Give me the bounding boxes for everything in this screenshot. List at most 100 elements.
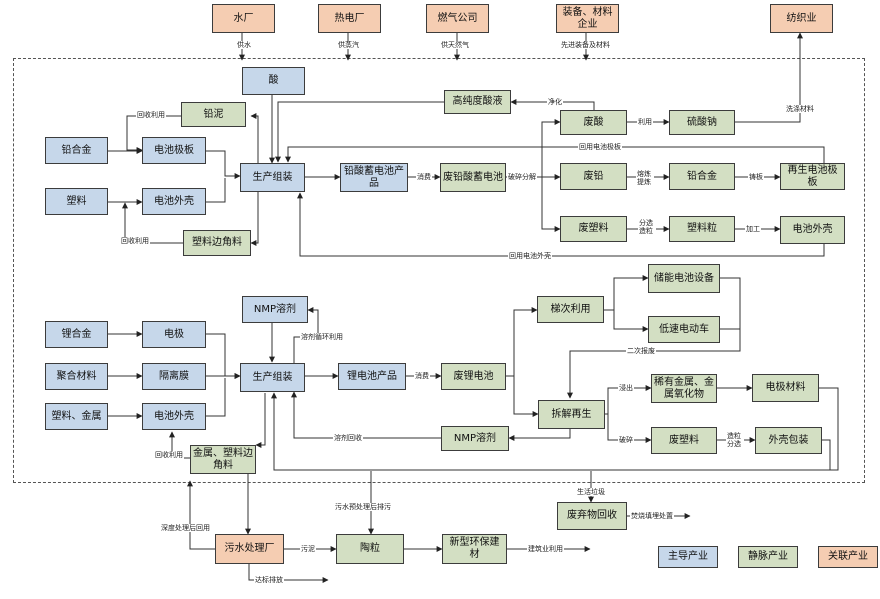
label-crush: 破碎 bbox=[618, 436, 634, 444]
node-sodium-sulfate: 硫酸钠 bbox=[669, 110, 735, 135]
label-cast: 铸板 bbox=[748, 173, 764, 181]
label-consume-li: 消费 bbox=[414, 372, 430, 380]
node-waste-acid: 废酸 bbox=[560, 110, 627, 135]
legend-main-industry: 主导产业 bbox=[658, 546, 718, 568]
label-discharge: 达标排放 bbox=[254, 576, 284, 584]
label-purify: 净化 bbox=[547, 98, 563, 106]
node-waste-plastic-li: 废塑料 bbox=[651, 427, 717, 454]
arrow-cascade-storage bbox=[604, 275, 649, 311]
arrow-purify bbox=[510, 99, 595, 110]
node-metal-plastic-scrap: 金属、塑料边角料 bbox=[190, 445, 256, 474]
label-shell-back: 回用电池外壳 bbox=[508, 252, 552, 260]
park-boundary bbox=[13, 58, 865, 483]
arrow-pure-acid bbox=[275, 101, 444, 163]
label-water: 供水 bbox=[236, 41, 252, 49]
node-acid: 酸 bbox=[242, 67, 305, 95]
arrow-electrode-back bbox=[271, 387, 839, 471]
label-disassemble: 破碎分解 bbox=[507, 173, 537, 181]
label-second-scrap: 二次报废 bbox=[626, 347, 656, 355]
arrow-casing-back bbox=[822, 439, 831, 470]
node-water-plant: 水厂 bbox=[212, 4, 275, 33]
arrow-second-scrap bbox=[567, 277, 741, 399]
node-textile: 纺织业 bbox=[770, 4, 833, 33]
label-solvent-cycle: 溶剂循环利用 bbox=[300, 333, 344, 341]
node-dismantle-regen: 拆解再生 bbox=[538, 400, 605, 429]
arrow-to-wplastic bbox=[607, 414, 652, 443]
node-pure-acid: 高纯度酸液 bbox=[444, 90, 511, 114]
arrow-shell-assembly-li bbox=[206, 378, 226, 417]
node-equipment-company: 装备、材料企业 bbox=[556, 4, 619, 33]
node-battery-plate: 电池极板 bbox=[142, 137, 206, 164]
node-waste-lead-battery: 废铅酸蓄电池 bbox=[440, 163, 506, 192]
arrow-shell-assembly bbox=[206, 178, 226, 203]
label-recycle-use-2: 回收利用 bbox=[120, 237, 150, 245]
node-cascade-use: 梯次利用 bbox=[537, 296, 604, 323]
node-nmp-solvent-2: NMP溶剂 bbox=[441, 426, 509, 451]
arrow-nmp-solvent-back bbox=[291, 391, 441, 439]
label-domestic: 生活垃圾 bbox=[576, 488, 606, 496]
label-gas: 供天然气 bbox=[440, 41, 470, 49]
arrow-plate-back bbox=[285, 146, 825, 163]
arrow-assembly-scrap bbox=[250, 192, 259, 246]
arrow-to-cascade bbox=[513, 307, 538, 376]
arrow-to-acid bbox=[541, 119, 561, 177]
arrow-discharge bbox=[248, 564, 329, 583]
arrow-assembly-mud bbox=[250, 113, 259, 163]
legend-vein-industry: 静脉产业 bbox=[738, 546, 798, 568]
arrow-plate-assembly bbox=[206, 150, 241, 179]
node-waste-lithium: 废锂电池 bbox=[441, 363, 506, 390]
arrow-shell-back bbox=[297, 192, 825, 257]
node-electrode: 电极 bbox=[142, 321, 206, 348]
node-lead-alloy-2: 铅合金 bbox=[669, 163, 735, 190]
label-recycle-use-1: 回收利用 bbox=[136, 111, 166, 119]
label-deep-treated: 深度处理后回用 bbox=[160, 524, 211, 532]
node-heat-plant: 热电厂 bbox=[318, 4, 381, 33]
node-lead-product: 铅酸蓄电池产品 bbox=[340, 163, 408, 192]
label-plate-back: 回用电池极板 bbox=[578, 143, 622, 151]
node-rare-metal: 稀有金属、金属氧化物 bbox=[651, 374, 717, 403]
node-assembly-lithium: 生产组装 bbox=[240, 363, 305, 392]
node-gas-company: 燃气公司 bbox=[426, 4, 489, 33]
node-shell-2: 电池外壳 bbox=[780, 216, 845, 244]
label-recycle-use-li: 回收利用 bbox=[154, 451, 184, 459]
node-waste-lead: 废铅 bbox=[560, 163, 627, 190]
node-ceramsite: 陶粒 bbox=[336, 534, 404, 564]
label-construction: 建筑业利用 bbox=[527, 545, 564, 553]
node-waste-recycling: 废弃物回收 bbox=[557, 502, 627, 530]
label-sludge: 污泥 bbox=[300, 545, 316, 553]
arrow-cascade-lowspeed bbox=[613, 310, 649, 332]
node-polymer: 聚合材料 bbox=[45, 363, 108, 390]
node-plastic-metal: 塑料、金属 bbox=[45, 403, 108, 430]
node-battery-shell: 电池外壳 bbox=[142, 188, 206, 215]
label-sort-lead: 分选造粒 bbox=[638, 219, 656, 235]
node-lithium-alloy: 锂合金 bbox=[45, 321, 108, 348]
arrow-dismantle-nmp bbox=[508, 429, 571, 441]
node-waste-plastic-lead: 废塑料 bbox=[560, 216, 627, 242]
node-lead-alloy: 铅合金 bbox=[45, 137, 108, 164]
node-battery-shell-li: 电池外壳 bbox=[142, 403, 206, 430]
label-consume-lead: 消费 bbox=[416, 173, 432, 181]
node-plastic-scrap: 塑料边角料 bbox=[183, 230, 251, 256]
label-incinerate: 焚烧填埋处置 bbox=[630, 512, 674, 520]
label-solvent-back: 溶剂回收 bbox=[333, 434, 363, 442]
node-energy-storage: 储能电池设备 bbox=[648, 264, 720, 293]
node-electrode-material: 电极材料 bbox=[752, 374, 819, 402]
label-smelt: 熔炼提炼 bbox=[636, 170, 654, 186]
label-steam: 供蒸汽 bbox=[337, 41, 360, 49]
label-sort-li: 造粒分选 bbox=[726, 432, 744, 448]
node-lithium-product: 锂电池产品 bbox=[338, 363, 406, 390]
label-leach: 浸出 bbox=[618, 384, 634, 392]
node-assembly-lead: 生产组装 bbox=[240, 163, 305, 192]
arrow-to-dismantle bbox=[513, 376, 539, 417]
legend-related-industry: 关联产业 bbox=[818, 546, 878, 568]
label-process: 加工 bbox=[745, 225, 761, 233]
label-detergent: 洗涤材料 bbox=[785, 105, 815, 113]
arrow-assembly-scrap-li bbox=[255, 393, 266, 448]
arrow-to-plastic bbox=[541, 177, 561, 232]
node-regen-plate: 再生电池极板 bbox=[780, 163, 845, 190]
node-separator: 隔离膜 bbox=[142, 363, 206, 390]
arrow-electrode-assembly bbox=[206, 333, 241, 379]
label-equip: 先进装备及材料 bbox=[560, 41, 611, 49]
